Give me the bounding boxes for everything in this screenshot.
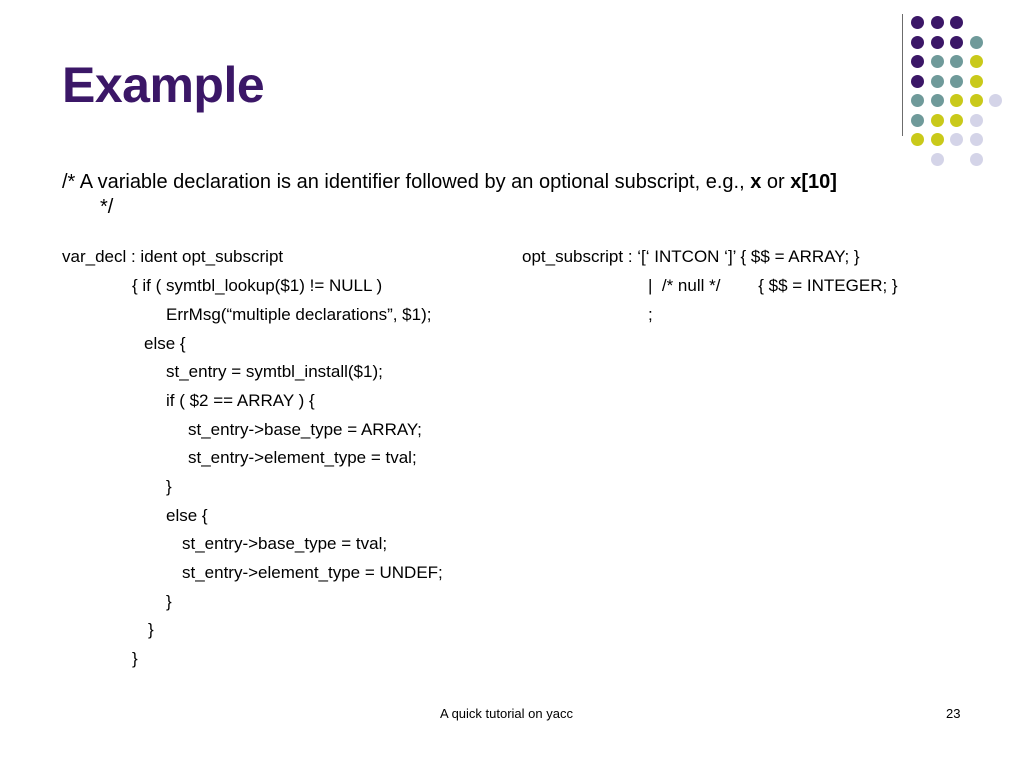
footer-title: A quick tutorial on yacc [440, 706, 573, 721]
code-line: } [148, 620, 154, 639]
decorative-dot [950, 94, 963, 107]
code-line: st_entry->base_type = tval; [182, 534, 388, 553]
comment-bold-x: x [750, 171, 762, 193]
decorative-dot [969, 55, 983, 68]
decorative-dot [930, 16, 944, 29]
decorative-dot [930, 94, 944, 107]
decorative-dot [911, 16, 924, 29]
decorative-dot [950, 55, 963, 68]
comment-bold-x10: x[10] [790, 171, 837, 193]
code-line: if ( $2 == ARRAY ) { [166, 391, 315, 410]
decorative-dot [930, 55, 944, 68]
code-line: st_entry->base_type = ARRAY; [188, 420, 422, 439]
decorative-dot [930, 35, 944, 49]
decorative-dot [950, 113, 963, 127]
code-line: st_entry->element_type = tval; [188, 448, 417, 467]
decorative-dot [950, 35, 963, 49]
decorative-dot [989, 94, 1002, 107]
code-line-right: ; [648, 305, 653, 324]
decorative-dot [969, 152, 983, 166]
decorative-dot [950, 16, 963, 29]
decorative-dot [969, 133, 983, 146]
page-number: 23 [946, 706, 961, 721]
divider-line [902, 14, 903, 136]
decorative-dot [911, 133, 924, 146]
code-line-right: | /* null */ { $$ = INTEGER; } [648, 276, 898, 295]
slide-title: Example [62, 57, 265, 113]
decorative-dot [930, 113, 944, 127]
code-line: var_decl : ident opt_subscript [62, 247, 284, 266]
decorative-dot [930, 152, 944, 166]
decorative-dot [930, 74, 944, 88]
code-line: else { [166, 506, 208, 525]
decorative-dot [969, 94, 983, 107]
decorative-dot [969, 74, 983, 88]
code-line: } [132, 649, 138, 668]
code-line: } [166, 477, 172, 496]
code-line: st_entry = symtbl_install($1); [166, 362, 383, 381]
decorative-dot [930, 133, 944, 146]
comment-text-middle: or [761, 171, 791, 193]
decorative-dot [911, 55, 924, 68]
code-line: } [166, 592, 172, 611]
comment-block: /* A variable declaration is an identifi… [62, 170, 962, 220]
code-line: ErrMsg(“multiple declarations”, $1); [166, 305, 432, 324]
code-line: else { [144, 334, 186, 353]
decorative-dot [911, 74, 924, 88]
decorative-dot [950, 133, 963, 146]
decorative-dot [969, 113, 983, 127]
comment-text-prefix: /* A variable declaration is an identifi… [62, 171, 751, 193]
decorative-dot [911, 35, 924, 49]
comment-end: */ [100, 196, 114, 218]
decorative-dot [911, 94, 924, 107]
code-line: { if ( symtbl_lookup($1) != NULL ) [132, 276, 383, 295]
decorative-dot [969, 35, 983, 49]
decorative-dot [950, 74, 963, 88]
decorative-dot [911, 113, 924, 127]
code-line: st_entry->element_type = UNDEF; [182, 563, 443, 582]
code-line-right: opt_subscript : ‘[‘ INTCON ‘]’ { $$ = AR… [522, 247, 860, 266]
